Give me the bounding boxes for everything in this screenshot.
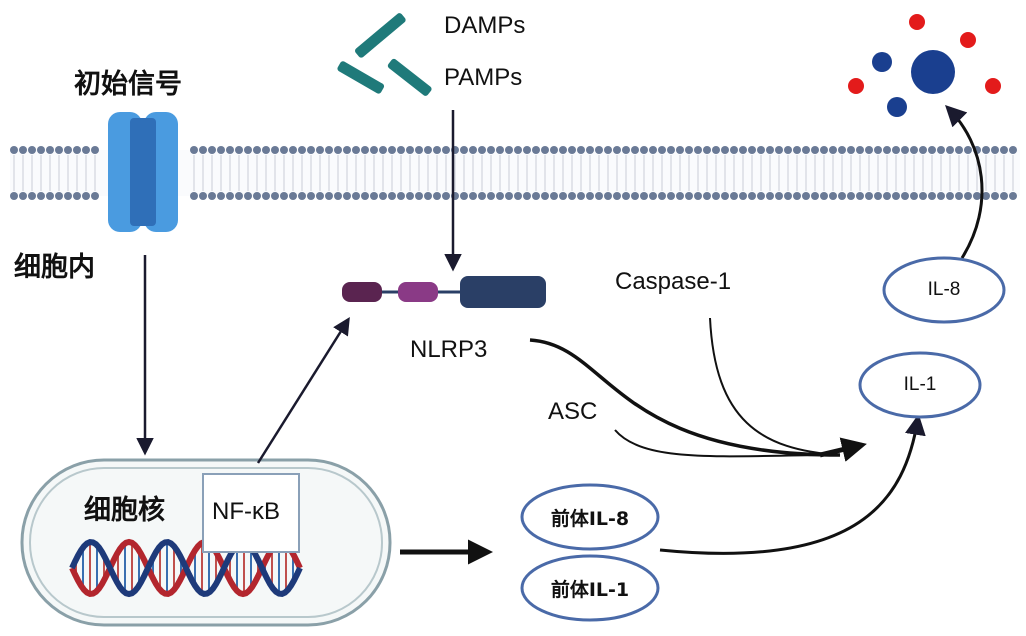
damps-particle-icon [337, 13, 432, 96]
arrow-pro-il8-to-il1 [659, 413, 926, 555]
il1-ellipse [858, 351, 982, 419]
curve-caspase-to-il1 [709, 317, 841, 456]
nfkb-label: NF-κB [212, 498, 280, 525]
asc-label: ASC [548, 398, 598, 425]
nucleus-label: 细胞核 [84, 495, 165, 526]
pro-il8-label: 前体IL-8 [550, 507, 630, 530]
pro-il1-label: 前体IL-1 [550, 578, 630, 601]
curve-nlrp3-to-il1 [529, 338, 841, 457]
nlrp3-label: NLRP3 [410, 336, 488, 363]
damps-label: DAMPs [444, 12, 526, 39]
pamps-label: PAMPs [444, 64, 523, 91]
il8-ellipse [882, 256, 1006, 324]
membrane-channel-icon [108, 112, 178, 232]
caspase1-label: Caspase-1 [615, 268, 732, 295]
intracellular-label: 细胞内 [14, 252, 95, 283]
secreted-cytokines-icon [848, 14, 1001, 117]
dna-helix-icon [69, 538, 303, 598]
curve-asc-to-il1 [614, 429, 841, 458]
nlrp3-protein-icon [342, 276, 546, 308]
cell-membrane [10, 146, 1020, 200]
nfkb-box [202, 473, 300, 553]
il1-label: IL-1 [903, 374, 937, 395]
initial-signal-label: 初始信号 [74, 69, 182, 100]
arrow-nfkb-to-nlrp3 [256, 317, 350, 464]
arrow-to-il1 [819, 437, 867, 462]
il8-label: IL-8 [927, 279, 961, 300]
pro-il1-ellipse [520, 554, 660, 622]
pathway-arrows [136, 105, 984, 565]
arrow-il8-to-cytokines [945, 105, 984, 259]
cytokine-ellipses [520, 256, 1006, 622]
pro-il8-ellipse [520, 483, 660, 551]
